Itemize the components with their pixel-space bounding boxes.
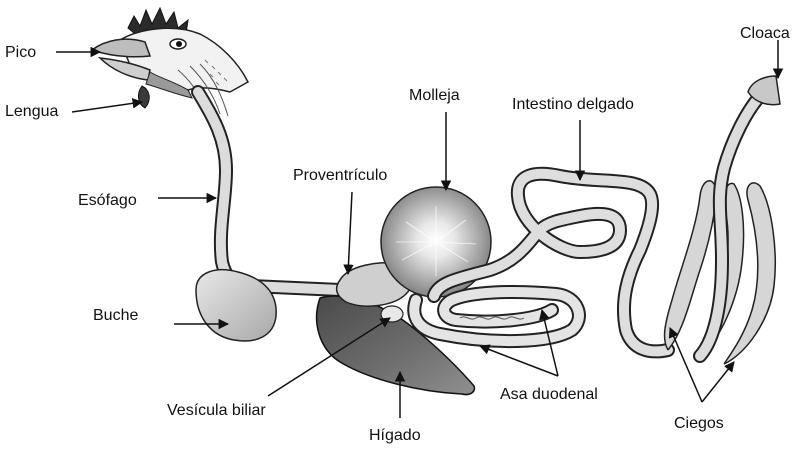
small-intestine (427, 166, 675, 359)
label-cloaca: Cloaca (740, 25, 790, 42)
head-shape (119, 27, 249, 93)
beak-upper (90, 38, 152, 58)
arrow-ciegos-1 (668, 327, 703, 403)
wattle (137, 85, 150, 109)
large-intestine (693, 89, 767, 363)
label-ciegos: Ciegos (674, 415, 724, 432)
esophagus (191, 85, 347, 297)
gallbladder (380, 305, 404, 323)
arrow-ciegos-2 (701, 361, 735, 403)
label-asa-duodenal: Asa duodenal (500, 386, 598, 403)
label-intestino-delgado: Intestino delgado (512, 96, 634, 113)
cloaca (747, 75, 781, 106)
arrow-vesicula (267, 317, 391, 397)
label-molleja: Molleja (409, 87, 460, 104)
arrow-lengua (71, 98, 144, 113)
chicken-head (90, 6, 249, 117)
label-buche: Buche (93, 307, 139, 324)
duodenal-loop (407, 285, 586, 349)
label-esofago: Esófago (78, 192, 137, 209)
label-pico: Pico (5, 44, 37, 61)
arrow-proventriculo (343, 191, 354, 276)
label-proventriculo: Proventrículo (293, 167, 388, 184)
arrow-asa-2 (539, 308, 559, 377)
label-higado: Hígado (369, 427, 421, 444)
arrow-asa-1 (479, 344, 559, 377)
crop (195, 269, 277, 342)
tongue (145, 71, 193, 99)
label-lengua: Lengua (5, 103, 59, 120)
feather-texture (204, 59, 228, 86)
label-vesicula-biliar: Vesícula biliar (167, 402, 266, 419)
